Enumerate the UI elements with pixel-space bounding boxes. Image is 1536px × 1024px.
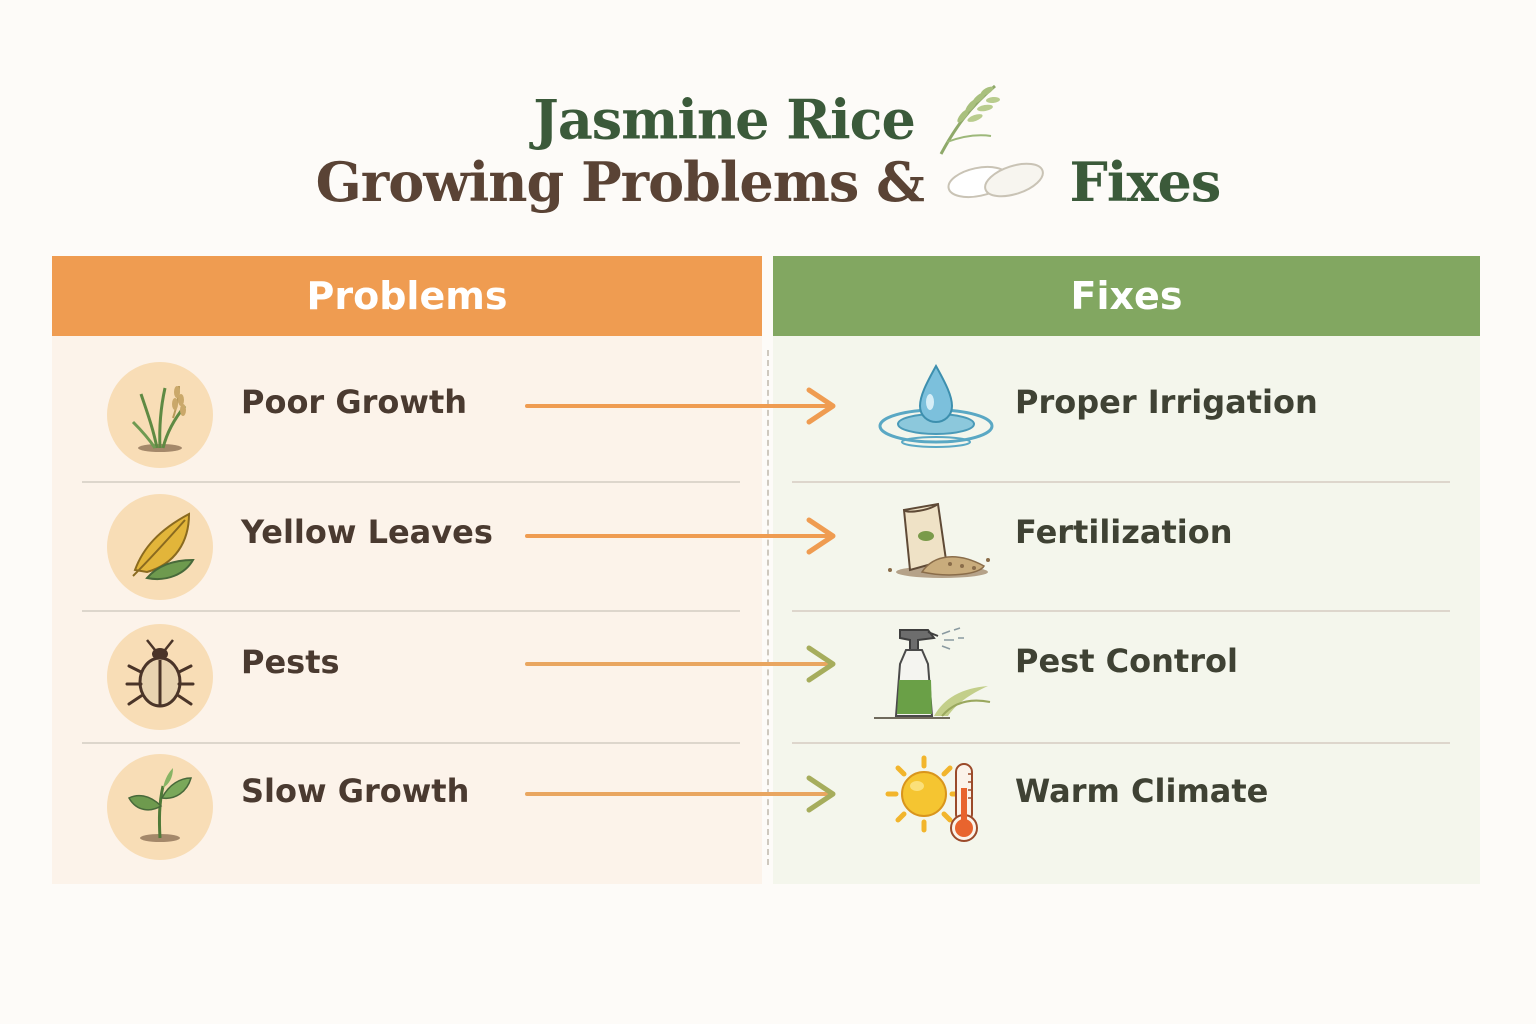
- fertilizer-bag-icon: [880, 500, 992, 588]
- row-separator: [82, 481, 740, 483]
- column-divider: [767, 350, 769, 865]
- seedling-icon: [107, 754, 213, 860]
- rice-stalk-icon: [933, 78, 1003, 171]
- problem-label: Pests: [241, 643, 340, 681]
- row-separator: [792, 481, 1450, 483]
- leaf-icon: [107, 494, 213, 600]
- arrow-icon: [525, 517, 836, 555]
- fix-label: Fertilization: [1015, 513, 1233, 551]
- title-sub: Growing Problems &: [315, 150, 925, 214]
- rice-plant-icon: [107, 362, 213, 468]
- fixes-header: Fixes: [773, 256, 1480, 336]
- problem-label: Poor Growth: [241, 383, 468, 421]
- problems-header-label: Problems: [306, 274, 508, 318]
- problems-header: Problems: [52, 256, 762, 336]
- fix-label: Pest Control: [1015, 642, 1238, 680]
- arrow-icon: [525, 645, 836, 683]
- arrow-icon: [525, 775, 836, 813]
- row-separator: [82, 610, 740, 612]
- fix-label: Proper Irrigation: [1015, 383, 1318, 421]
- row-separator: [792, 610, 1450, 612]
- problem-label: Slow Growth: [241, 772, 470, 810]
- fixes-header-label: Fixes: [1070, 274, 1183, 318]
- title-main: Jasmine Rice: [533, 87, 916, 152]
- water-drop-icon: [878, 360, 998, 464]
- title-line-2: Growing Problems & Fixes: [0, 150, 1536, 221]
- row-separator: [82, 742, 740, 744]
- spray-bottle-icon: [870, 624, 994, 728]
- fix-label: Warm Climate: [1015, 772, 1269, 810]
- title-line-1: Jasmine Rice: [0, 78, 1536, 171]
- bug-icon: [107, 624, 213, 730]
- rice-grains-icon: [942, 152, 1052, 221]
- title-fixes: Fixes: [1069, 150, 1222, 214]
- problem-label: Yellow Leaves: [241, 513, 493, 551]
- row-separator: [792, 742, 1450, 744]
- sun-thermometer-icon: [884, 754, 990, 854]
- arrow-icon: [525, 387, 836, 425]
